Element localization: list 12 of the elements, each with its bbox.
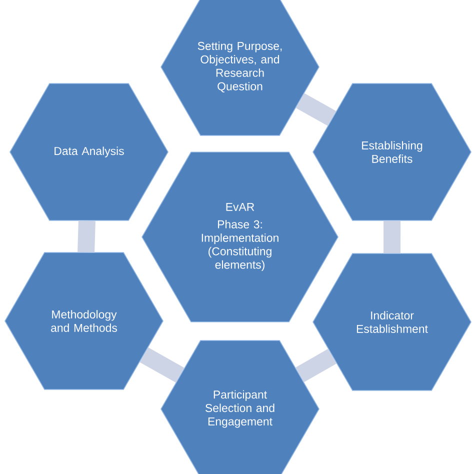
hexagon: Establishing Benefits (312, 83, 472, 221)
connector-band (140, 347, 184, 383)
hexagon: Participant Selection and Engagement (160, 340, 320, 474)
hexagon: Setting Purpose, Objectives, and Research Question (160, 0, 320, 136)
connector-band (296, 93, 336, 126)
hexagon: Indicator Establishment (312, 253, 472, 391)
hexagon: Data Analysis (10, 83, 168, 221)
connector-band (384, 220, 401, 254)
connector-band (78, 220, 96, 252)
hexagon: EvAR Phase 3: Implementation (Constituting elements) (142, 152, 338, 322)
connector-band (296, 348, 336, 382)
hexagon: Methodology and Methods (4, 252, 164, 390)
